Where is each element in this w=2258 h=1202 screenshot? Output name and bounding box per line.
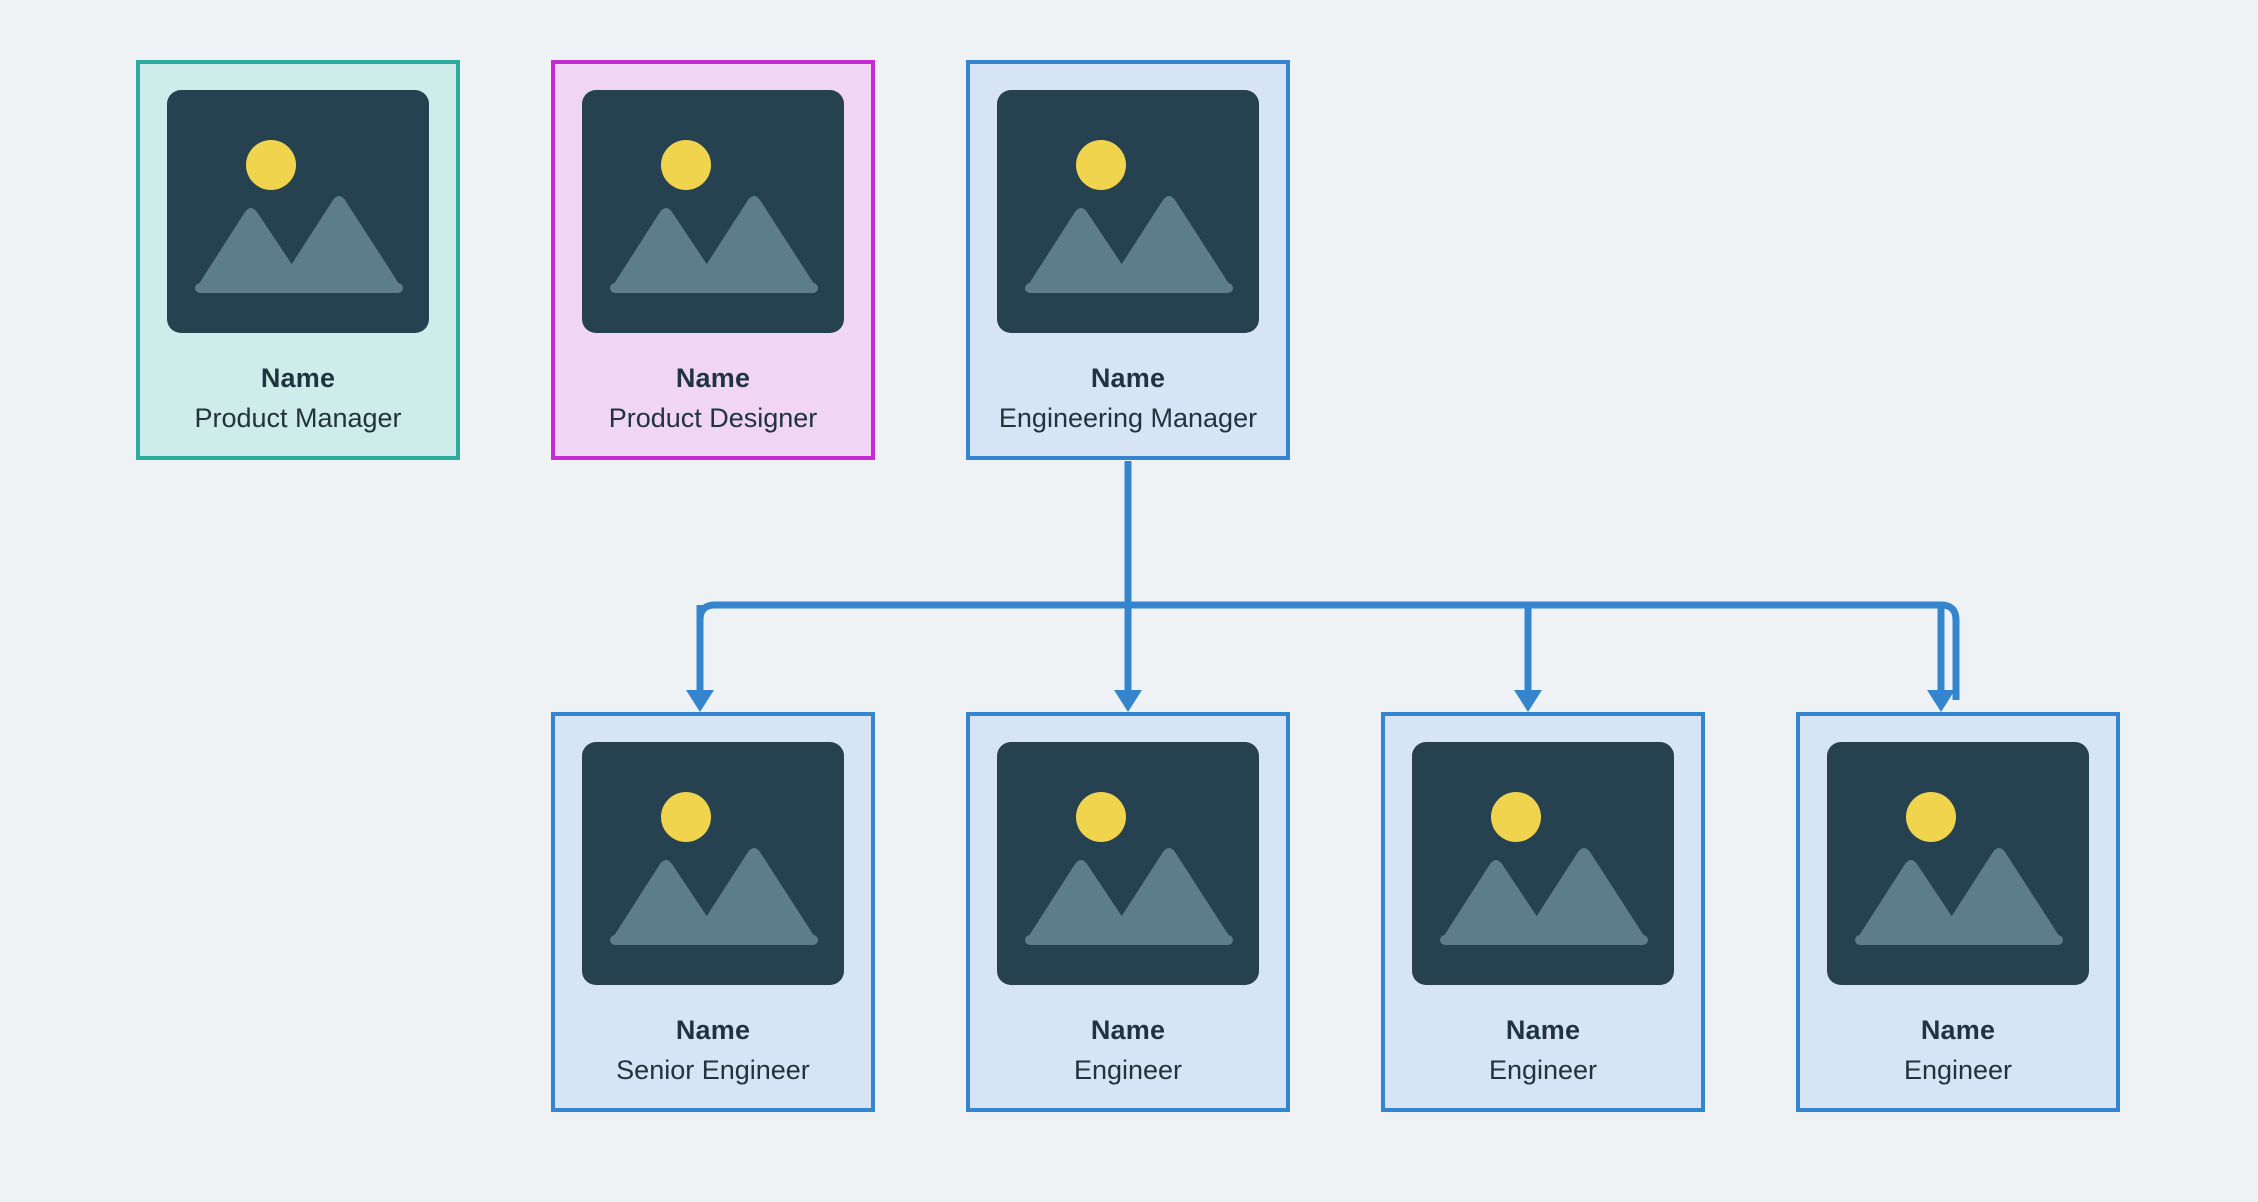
org-card-name: Name	[1505, 1015, 1581, 1045]
org-card-name: Name	[1090, 363, 1166, 393]
arrowhead-1	[686, 690, 714, 712]
org-card-role: Engineer	[1903, 1055, 2013, 1085]
org-card-role: Engineering Manager	[998, 403, 1258, 433]
org-card-role: Engineer	[1488, 1055, 1598, 1085]
image-placeholder-icon	[582, 90, 844, 333]
arrowhead-4	[1927, 690, 1955, 712]
org-card-name: Name	[1920, 1015, 1996, 1045]
org-card-role: Senior Engineer	[616, 1055, 810, 1085]
image-placeholder-icon	[167, 90, 429, 333]
image-placeholder-icon	[582, 742, 844, 985]
image-placeholder-icon	[1827, 742, 2089, 985]
org-card-role: Product Designer	[608, 403, 818, 433]
edge-bus	[696, 601, 1960, 700]
org-card-name: Name	[1090, 1015, 1166, 1045]
org-card-name: Name	[675, 363, 751, 393]
image-placeholder-icon	[997, 90, 1259, 333]
image-placeholder-icon	[1412, 742, 1674, 985]
org-card-role: Engineer	[1073, 1055, 1183, 1085]
org-card-role: Product Manager	[194, 403, 402, 433]
image-placeholder-icon	[997, 742, 1259, 985]
arrowhead-3	[1514, 690, 1542, 712]
org-card-name: Name	[675, 1015, 751, 1045]
org-card-name: Name	[260, 363, 336, 393]
arrowhead-2	[1114, 690, 1142, 712]
